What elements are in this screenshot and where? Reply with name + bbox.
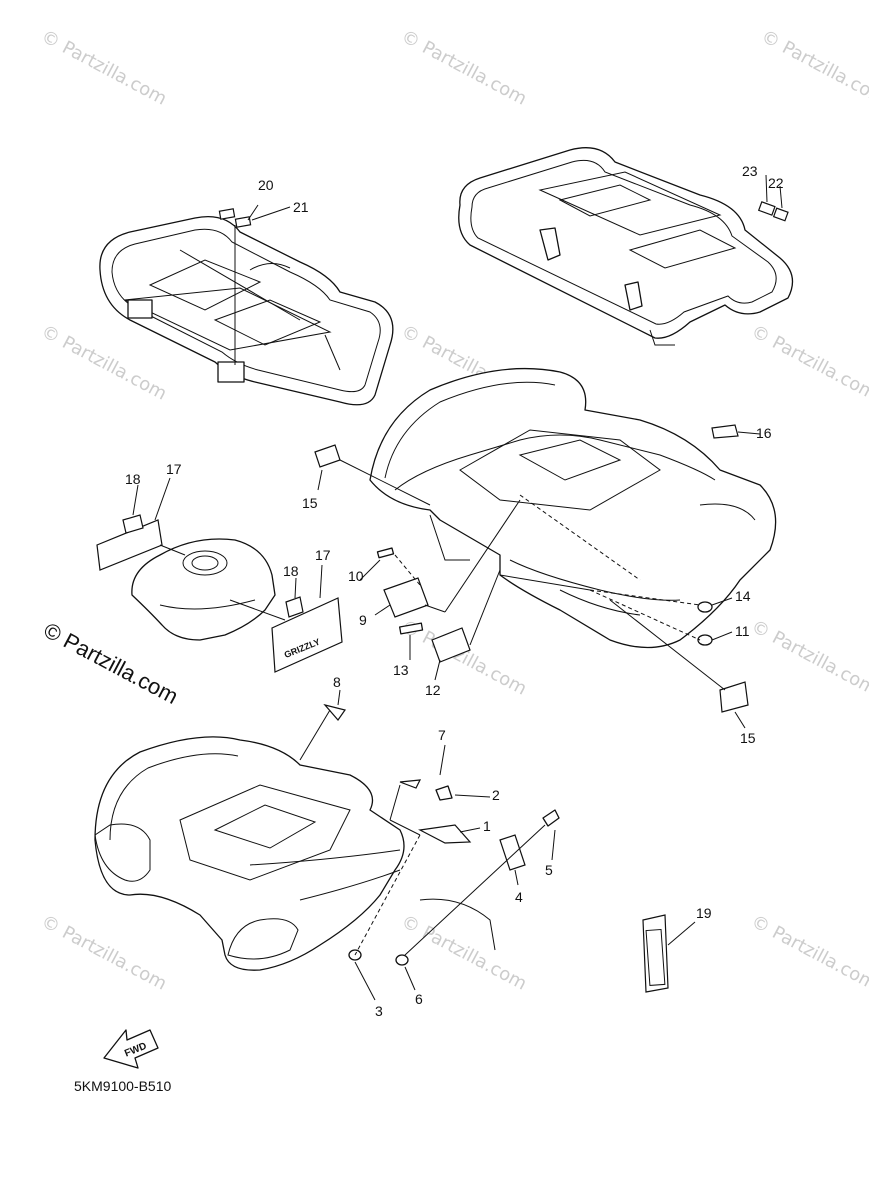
front-fender: [94, 736, 496, 971]
rear-carrier-rack: [458, 147, 794, 346]
callout-3: 3: [375, 1003, 383, 1019]
rear-fender: [369, 367, 777, 649]
callout-18-left: 18: [125, 471, 141, 487]
main-watermark: © Partzilla.com: [40, 617, 183, 709]
callout-17-right: 17: [315, 547, 331, 563]
watermark: © Partzilla.com: [38, 321, 171, 405]
watermark: © Partzilla.com: [398, 26, 531, 110]
fwd-arrow: FWD: [103, 1029, 159, 1069]
watermark: © Partzilla.com: [38, 26, 171, 110]
watermark: © Partzilla.com: [748, 616, 869, 700]
callout-12: 12: [425, 682, 441, 698]
callout-9: 9: [359, 612, 367, 628]
callout-5: 5: [545, 862, 553, 878]
callout-23: 23: [742, 163, 758, 179]
leader-lines: [132, 174, 783, 1001]
callout-15-upper: 15: [302, 495, 318, 511]
callout-19: 19: [696, 905, 712, 921]
callout-numbers: 20 21 23 22 16 15 18 17 17 18 10 9 14 11…: [125, 163, 784, 1019]
callout-15-lower: 15: [740, 730, 756, 746]
callout-4: 4: [515, 889, 523, 905]
watermark: © Partzilla.com: [398, 911, 531, 995]
callout-8: 8: [333, 674, 341, 690]
callout-18-right: 18: [283, 563, 299, 579]
callout-16: 16: [756, 425, 772, 441]
callout-13: 13: [393, 662, 409, 678]
callout-17-left: 17: [166, 461, 182, 477]
front-carrier-rack: [99, 215, 394, 406]
decals: GRIZZLY: [96, 201, 789, 993]
callout-1: 1: [483, 818, 491, 834]
watermark: © Partzilla.com: [38, 911, 171, 995]
callout-11: 11: [735, 623, 750, 639]
callout-2: 2: [492, 787, 500, 803]
watermark: © Partzilla.com: [748, 321, 869, 405]
tank-cover: [131, 538, 276, 641]
callout-7: 7: [438, 727, 446, 743]
callout-22: 22: [768, 175, 784, 191]
callout-21: 21: [293, 199, 309, 215]
callout-6: 6: [415, 991, 423, 1007]
callout-20: 20: [258, 177, 274, 193]
part-code: 5KM9100-B510: [74, 1078, 172, 1094]
watermark: © Partzilla.com: [748, 911, 869, 995]
callout-10: 10: [348, 568, 364, 584]
watermark: © Partzilla.com: [758, 26, 869, 110]
callout-14: 14: [735, 588, 751, 604]
